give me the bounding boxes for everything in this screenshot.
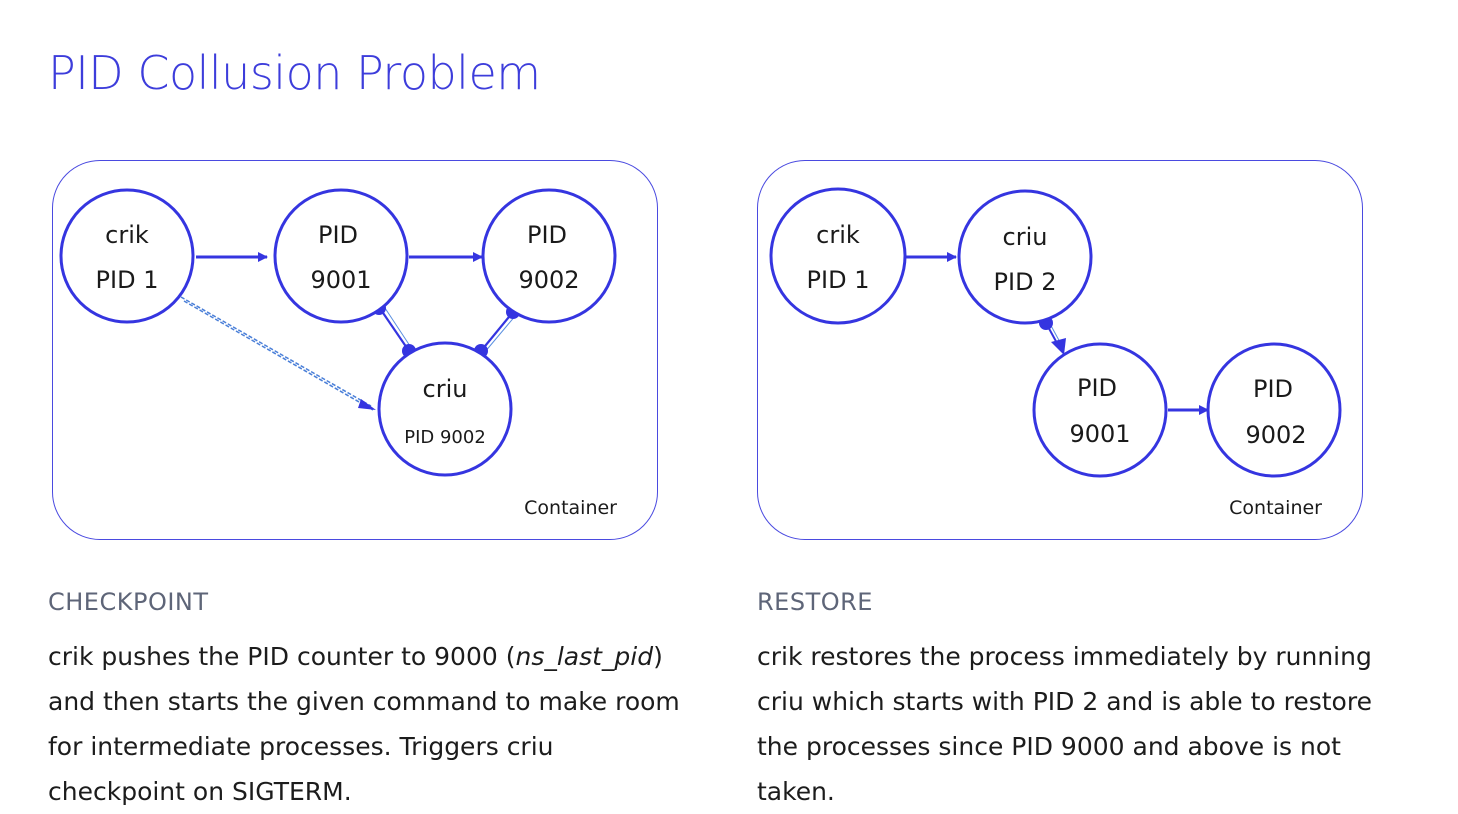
svg-text:crik: crik [105,221,149,249]
svg-text:criu: criu [423,375,468,403]
restore-diagram: crik PID 1 criu PID 2 PID 9001 PID 9002 [769,187,1342,478]
svg-text:criu: criu [1003,223,1048,251]
node-criu: criu PID 9002 [377,341,513,477]
ns-last-pid-term: ns_last_pid [515,642,654,671]
svg-text:PID: PID [1253,375,1293,403]
checkpoint-heading: CHECKPOINT [48,588,209,616]
page-title: PID Collusion Problem [48,46,541,100]
checkpoint-container: crik PID 1 PID 9001 PID 9002 criu PID 90… [52,160,658,540]
svg-text:crik: crik [816,221,860,249]
svg-text:PID: PID [318,221,358,249]
node-pid-9002: PID 9002 [1206,342,1342,478]
restore-container: crik PID 1 criu PID 2 PID 9001 PID 9002 … [757,160,1363,540]
checkpoint-diagram: crik PID 1 PID 9001 PID 9002 criu PID 90… [59,188,617,477]
dashed-link-crik-to-criu [180,296,376,411]
svg-text:9002: 9002 [518,266,579,294]
svg-text:PID 2: PID 2 [994,268,1057,296]
restore-heading: RESTORE [757,588,873,616]
checkpoint-description-part2: ) and then starts the given command to m… [48,642,680,806]
node-crik: crik PID 1 [769,187,907,325]
svg-text:PID 1: PID 1 [96,266,159,294]
svg-text:9002: 9002 [1245,421,1306,449]
svg-text:PID: PID [527,221,567,249]
checkpoint-description-part1: crik pushes the PID counter to 9000 ( [48,642,516,671]
node-pid-9001: PID 9001 [273,188,409,324]
node-criu: criu PID 2 [957,189,1093,325]
svg-text:9001: 9001 [310,266,371,294]
restore-description: crik restores the process immediately by… [757,642,1372,806]
svg-text:PID 1: PID 1 [807,266,870,294]
svg-text:PID 9002: PID 9002 [404,427,486,448]
node-crik: crik PID 1 [59,188,195,324]
container-label: Container [524,497,617,519]
node-pid-9002: PID 9002 [481,188,617,324]
checkpoint-description: crik pushes the PID counter to 9000 (ns_… [48,634,698,814]
svg-text:9001: 9001 [1069,420,1130,448]
node-pid-9001: PID 9001 [1032,342,1168,478]
svg-text:PID: PID [1077,374,1117,402]
container-label: Container [1229,497,1322,519]
